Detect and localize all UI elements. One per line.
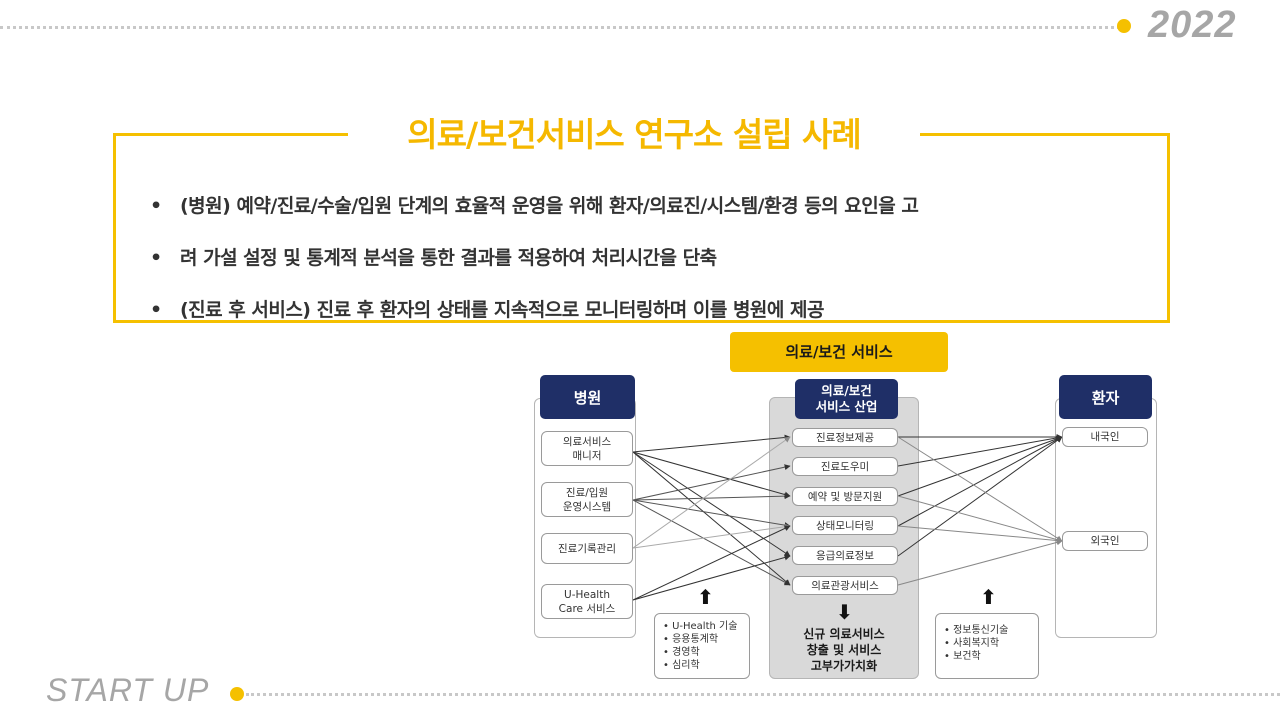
bullet-item: (병원) 예약/진료/수술/입원 단계의 효율적 운영을 위해 환자/의료진/시… <box>150 180 1150 232</box>
industry-item: 응급의료정보 <box>792 546 898 565</box>
patient-notes: • 정보통신기술 • 사회복지학 • 보건학 <box>935 613 1039 679</box>
link-line <box>897 525 1063 544</box>
link-line <box>632 434 791 453</box>
link-line <box>897 436 1063 497</box>
industry-header: 의료/보건 서비스 산업 <box>795 379 898 419</box>
industry-item: 진료정보제공 <box>792 428 898 447</box>
industry-item: 예약 및 방문지원 <box>792 487 898 506</box>
bullet-item: (진료 후 서비스) 진료 후 환자의 상태를 지속적으로 모니터링하며 이를 … <box>150 284 1150 336</box>
down-arrow-icon: ⬇ <box>836 600 853 624</box>
hospital-item: 진료기록관리 <box>541 533 633 564</box>
link-line <box>632 523 791 549</box>
patient-item: 내국인 <box>1062 427 1148 447</box>
link-line <box>632 554 791 601</box>
bottom-dot <box>230 687 244 701</box>
link-line <box>632 493 791 501</box>
patient-header: 환자 <box>1059 375 1152 419</box>
bullet-continuation: 려 가설 설정 및 통계적 분석을 통한 결과를 적용하여 처리시간을 단축 <box>150 232 1150 284</box>
hospital-item: 진료/입원 운영시스템 <box>541 482 633 517</box>
industry-outcome: 신규 의료서비스 창출 및 서비스 고부가가치화 <box>803 627 885 673</box>
link-line <box>897 539 1063 586</box>
link-line <box>897 436 1063 527</box>
link-line <box>897 436 1063 557</box>
hospital-item: 의료서비스 매니저 <box>541 431 633 466</box>
hospital-item: U-Health Care 서비스 <box>541 584 633 619</box>
industry-item: 의료관광서비스 <box>792 576 898 595</box>
up-arrow-icon: ⬆ <box>697 585 714 609</box>
link-line <box>897 436 1063 542</box>
link-line <box>897 495 1063 543</box>
bullet-list: (병원) 예약/진료/수술/입원 단계의 효율적 운영을 위해 환자/의료진/시… <box>150 180 1150 336</box>
note-item: • 보건학 <box>944 651 981 662</box>
link-line <box>632 499 791 529</box>
link-line <box>632 464 791 501</box>
industry-item: 상태모니터링 <box>792 516 898 535</box>
link-line <box>897 434 1063 467</box>
top-dotted-line <box>0 26 1120 29</box>
link-line <box>632 436 791 549</box>
link-line <box>632 499 791 586</box>
startup-label: START UP <box>46 672 210 708</box>
bottom-dotted-line <box>246 693 1280 696</box>
note-item: • 경영학 <box>663 647 700 658</box>
patient-item: 외국인 <box>1062 531 1148 551</box>
hospital-notes: • U-Health 기술 • 응용통계학 • 경영학 • 심리학 <box>654 613 750 679</box>
year-label: 2022 <box>1148 4 1237 46</box>
note-item: • 응용통계학 <box>663 634 719 645</box>
section-title: 의료/보건서비스 연구소 설립 사례 <box>348 108 920 156</box>
note-item: • 정보통신기술 <box>944 625 1009 636</box>
hospital-header: 병원 <box>540 375 635 419</box>
industry-item: 진료도우미 <box>792 457 898 476</box>
up-arrow-icon: ⬆ <box>980 585 997 609</box>
top-dot <box>1117 19 1131 33</box>
link-line <box>632 451 791 586</box>
note-item: • 사회복지학 <box>944 638 1000 649</box>
note-item: • 심리학 <box>663 660 700 671</box>
link-line <box>632 525 791 601</box>
link-line <box>632 451 791 498</box>
service-banner: 의료/보건 서비스 <box>730 332 948 372</box>
note-item: • U-Health 기술 <box>663 621 738 632</box>
